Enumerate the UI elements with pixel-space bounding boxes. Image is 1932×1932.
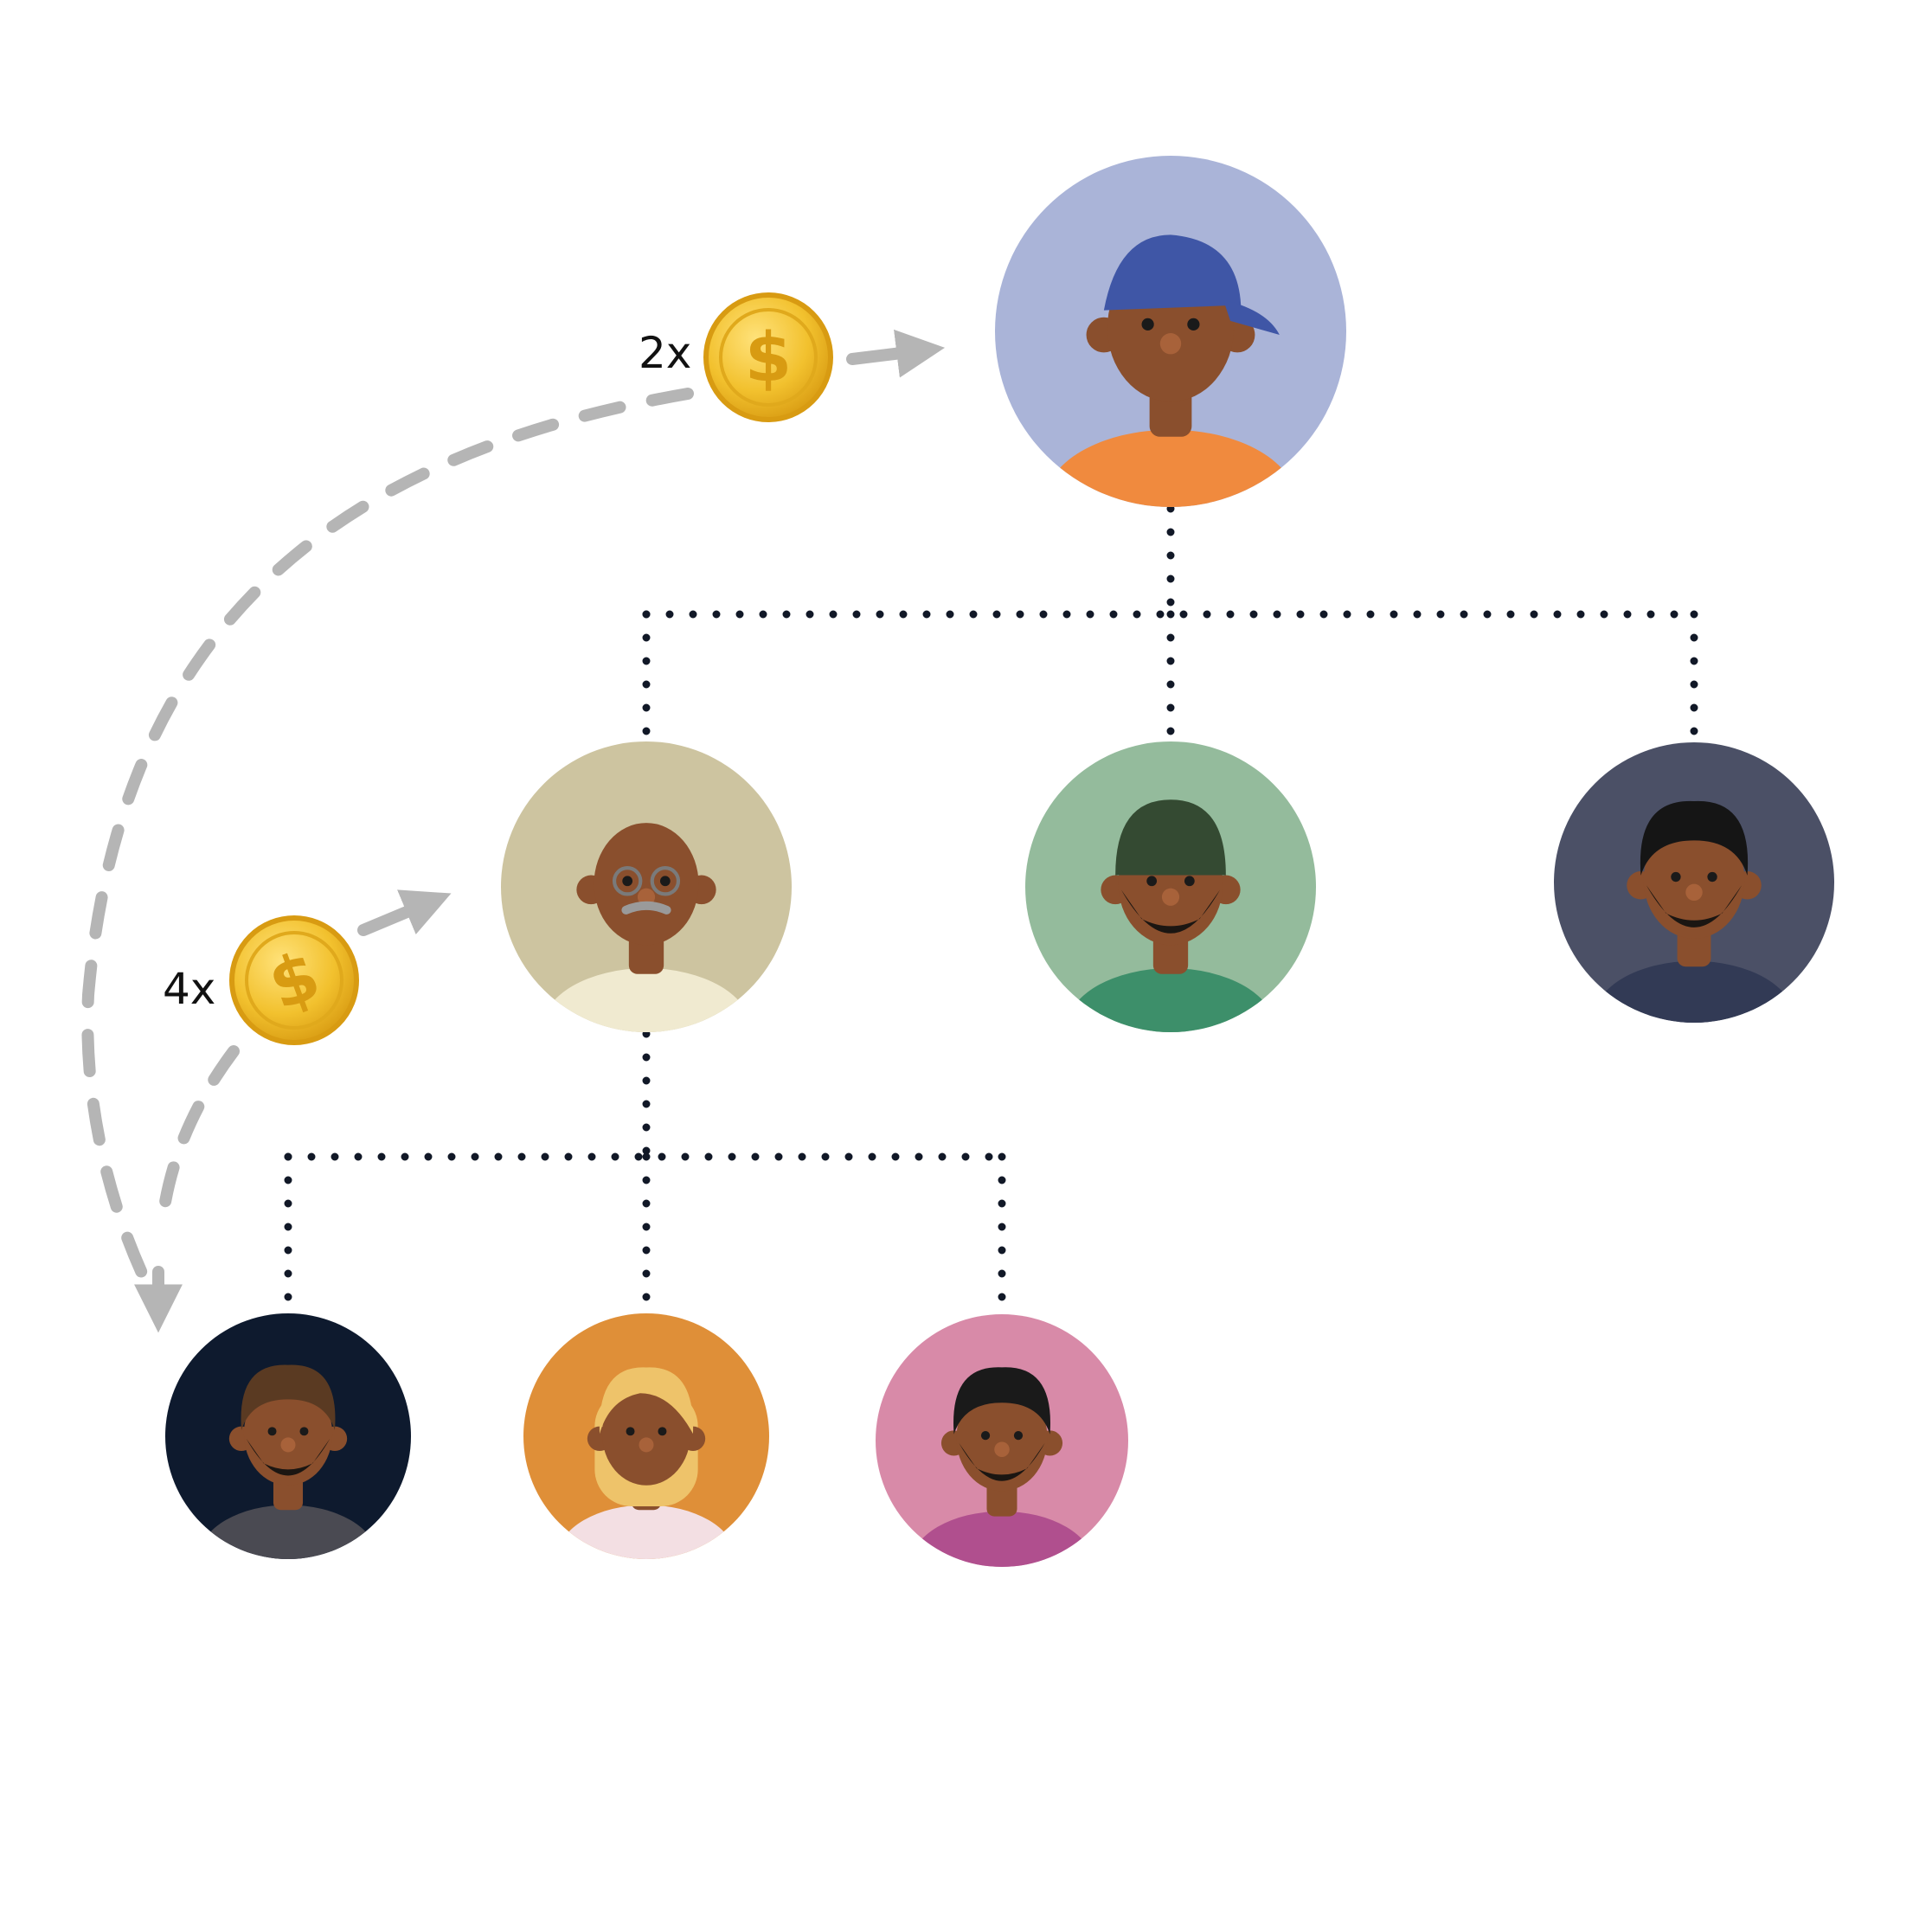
bottom-avatar-2 [523,1313,769,1559]
coin-icon [703,292,833,422]
mid-avatar-2 [1025,741,1316,1032]
hair-fringe-shape [599,1367,694,1435]
eye-right-shape [299,1427,309,1436]
mustache-shape [621,901,671,915]
bottom-avatar-3 [876,1314,1128,1567]
cap-brim-shape [1223,299,1280,336]
eye-right-shape [659,876,671,887]
coin-icon [229,915,359,1045]
eye-left-shape [1141,318,1154,331]
mid-avatar-1 [501,741,792,1032]
head-shape [243,1382,333,1486]
reward-flow-arrows [81,329,946,1333]
top-avatar [995,156,1346,507]
beanie-shape [1115,799,1226,876]
cap-shape [1103,234,1242,311]
glasses-right-shape [650,866,681,896]
shirt-shape [1066,968,1275,1032]
shirt-shape [1043,429,1298,507]
eye-right-shape [1013,1431,1024,1441]
eye-left-shape [267,1427,277,1436]
head-shape [1643,820,1745,939]
dollar-sign-icon: $ [745,319,792,397]
person-icon [557,1367,735,1559]
coin-top: $ [703,292,833,422]
flow-arc-outer [81,388,694,1313]
beard-shape [246,1438,331,1476]
person-icon [1593,800,1795,1023]
glasses-left-shape [612,866,643,896]
hierarchy-connectors [284,504,1698,1309]
beard-shape [959,1442,1045,1481]
nose-shape [1159,333,1182,355]
eye-right-shape [1707,871,1717,883]
nose-shape [280,1437,296,1453]
hair-shape [1640,800,1749,876]
eye-right-shape [1187,318,1200,331]
coin-rim [719,308,818,407]
nose-shape [1161,888,1180,906]
shirt-shape [557,1505,735,1559]
nose-shape [637,888,656,906]
eye-left-shape [622,876,633,887]
multiplier-label-mid: 4x [163,964,215,1014]
eye-left-shape [626,1427,635,1436]
eye-right-shape [1184,876,1195,887]
flow-arc-inner [158,1045,240,1213]
shirt-shape [542,968,751,1032]
head-shape [594,823,699,946]
avatar-nodes [165,156,1834,1567]
person-icon [1043,234,1298,507]
coin-mid: $ [229,915,359,1045]
shirt-shape [910,1511,1094,1567]
shirt-shape [199,1505,377,1559]
nose-shape [994,1441,1010,1457]
shirt-shape [1593,960,1795,1023]
person-icon [199,1364,377,1559]
person-icon [1066,799,1275,1032]
beard-shape [1646,885,1743,927]
person-icon [542,823,751,1032]
beard-shape [1120,889,1221,934]
nose-shape [639,1437,654,1453]
arrow-to-top-avatar [846,329,946,378]
eye-left-shape [1671,871,1681,883]
nose-shape [1685,883,1703,902]
eye-left-shape [1146,876,1158,887]
multiplier-label-top: 2x [639,328,691,378]
eye-right-shape [658,1427,667,1436]
hair-shape [953,1367,1050,1435]
bottom-avatar-1 [165,1313,411,1559]
head-shape [601,1382,691,1486]
arrow-to-mid-avatar [357,889,452,936]
mid-avatar-3 [1554,742,1834,1023]
person-icon [910,1367,1094,1567]
hair-shape [241,1364,336,1430]
coin-rim [245,931,343,1030]
head-shape [956,1384,1048,1492]
eye-left-shape [980,1431,991,1441]
